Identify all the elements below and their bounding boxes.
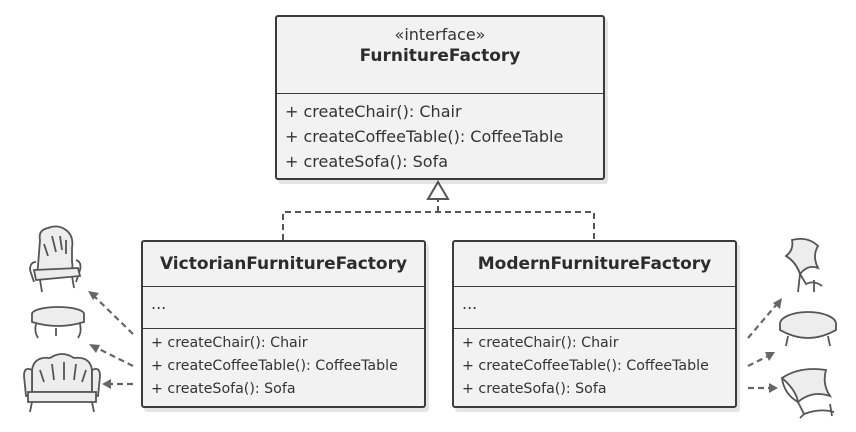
class-name: VictorianFurnitureFactory: [159, 254, 408, 274]
victorian-arrowheads: [88, 291, 111, 389]
modern-furniture-factory-box: ModernFurnitureFactory ... + createChair…: [452, 240, 737, 408]
method-create-chair: + createChair(): Chair: [285, 102, 462, 121]
methods-section: + createChair(): Chair + createCoffeeTab…: [277, 93, 603, 186]
fields-ellipsis: ...: [151, 294, 167, 313]
class-header: «interface» FurnitureFactory: [277, 25, 603, 93]
class-name: FurnitureFactory: [359, 46, 521, 66]
victorian-product-arrows: [94, 296, 134, 386]
modern-chair-icon: [784, 237, 823, 293]
modern-arrowheads: [765, 298, 782, 393]
fields-section: ...: [143, 286, 424, 328]
methods-section: + createChair(): Chair + createCoffeeTab…: [143, 328, 424, 401]
method-create-sofa: + createSofa(): Sofa: [151, 381, 296, 397]
method-create-sofa: + createSofa(): Sofa: [285, 152, 449, 171]
victorian-chair-icon: [29, 225, 82, 293]
method-create-sofa: + createSofa(): Sofa: [462, 381, 607, 397]
victorian-coffee-table-icon: [31, 306, 85, 339]
modern-product-arrows: [747, 303, 778, 390]
interface-furniture-factory-box: «interface» FurnitureFactory + createCha…: [275, 15, 605, 180]
class-header: VictorianFurnitureFactory: [143, 242, 424, 286]
modern-coffee-table-icon: [779, 311, 837, 347]
modern-sofa-icon: [780, 368, 835, 419]
method-create-coffee-table: + createCoffeeTable(): CoffeeTable: [151, 358, 398, 374]
method-create-chair: + createChair(): Chair: [462, 335, 619, 351]
victorian-furniture-factory-box: VictorianFurnitureFactory ... + createCh…: [141, 240, 426, 408]
realization-arrow: [282, 180, 595, 240]
methods-section: + createChair(): Chair + createCoffeeTab…: [454, 328, 735, 401]
class-header: ModernFurnitureFactory: [454, 242, 735, 286]
fields-section: ...: [454, 286, 735, 328]
fields-ellipsis: ...: [462, 294, 478, 313]
method-create-coffee-table: + createCoffeeTable(): CoffeeTable: [285, 127, 564, 146]
stereotype-label: «interface»: [394, 25, 486, 44]
method-create-chair: + createChair(): Chair: [151, 335, 308, 351]
class-name: ModernFurnitureFactory: [477, 254, 712, 274]
method-create-coffee-table: + createCoffeeTable(): CoffeeTable: [462, 358, 709, 374]
victorian-sofa-icon: [23, 353, 101, 413]
